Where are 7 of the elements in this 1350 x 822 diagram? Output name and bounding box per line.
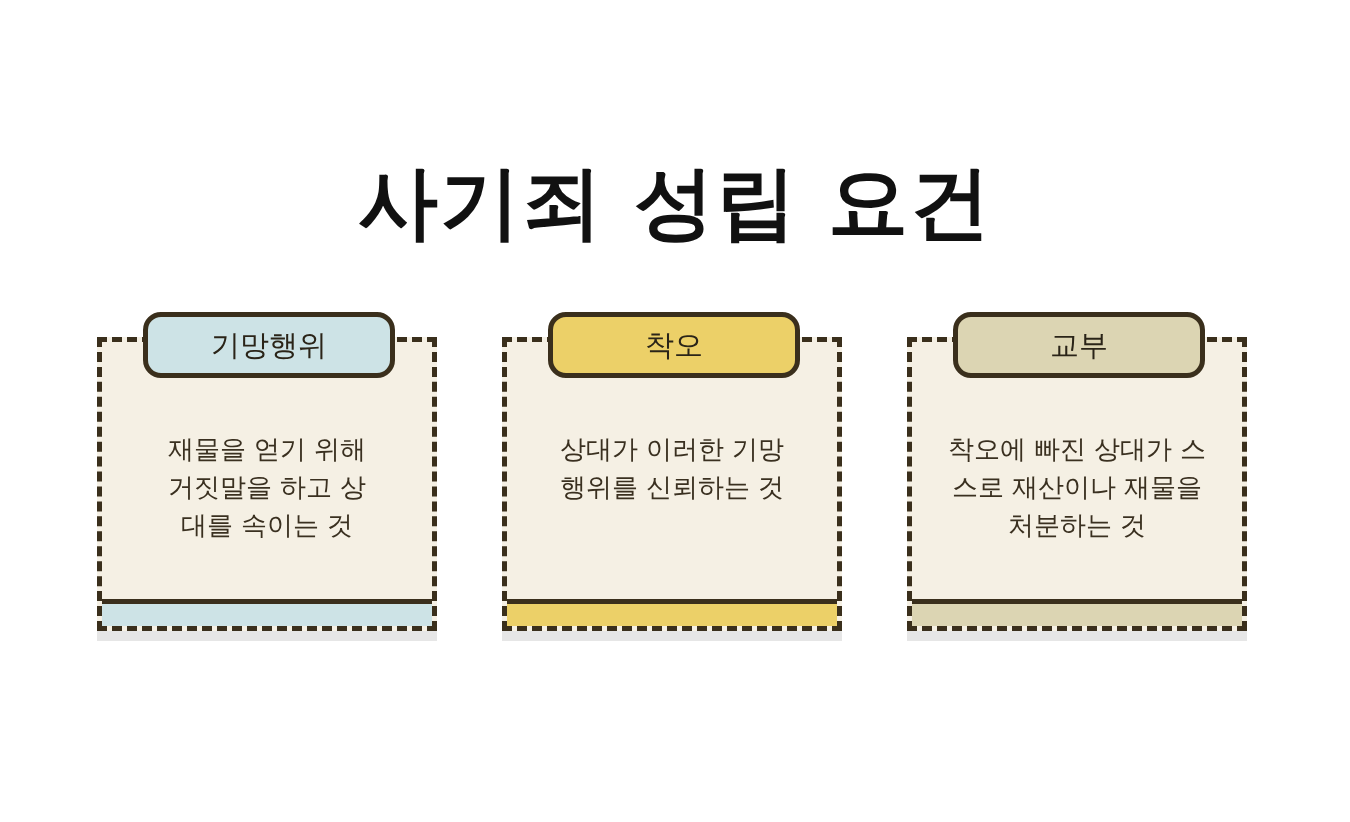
heading-tab: 교부 bbox=[953, 312, 1205, 378]
card-text: 재물을 얻기 위해 거짓말을 하고 상대를 속이는 것 bbox=[166, 433, 368, 542]
card-text: 착오에 빠진 상대가 스스로 재산이나 재물을 처분하는 것 bbox=[947, 433, 1207, 542]
heading-tab: 기망행위 bbox=[143, 312, 395, 378]
heading-tab: 착오 bbox=[548, 312, 800, 378]
card-text: 상대가 이러한 기망행위를 신뢰하는 것 bbox=[558, 433, 786, 504]
title: 사기죄 성립 요건 bbox=[358, 156, 992, 249]
